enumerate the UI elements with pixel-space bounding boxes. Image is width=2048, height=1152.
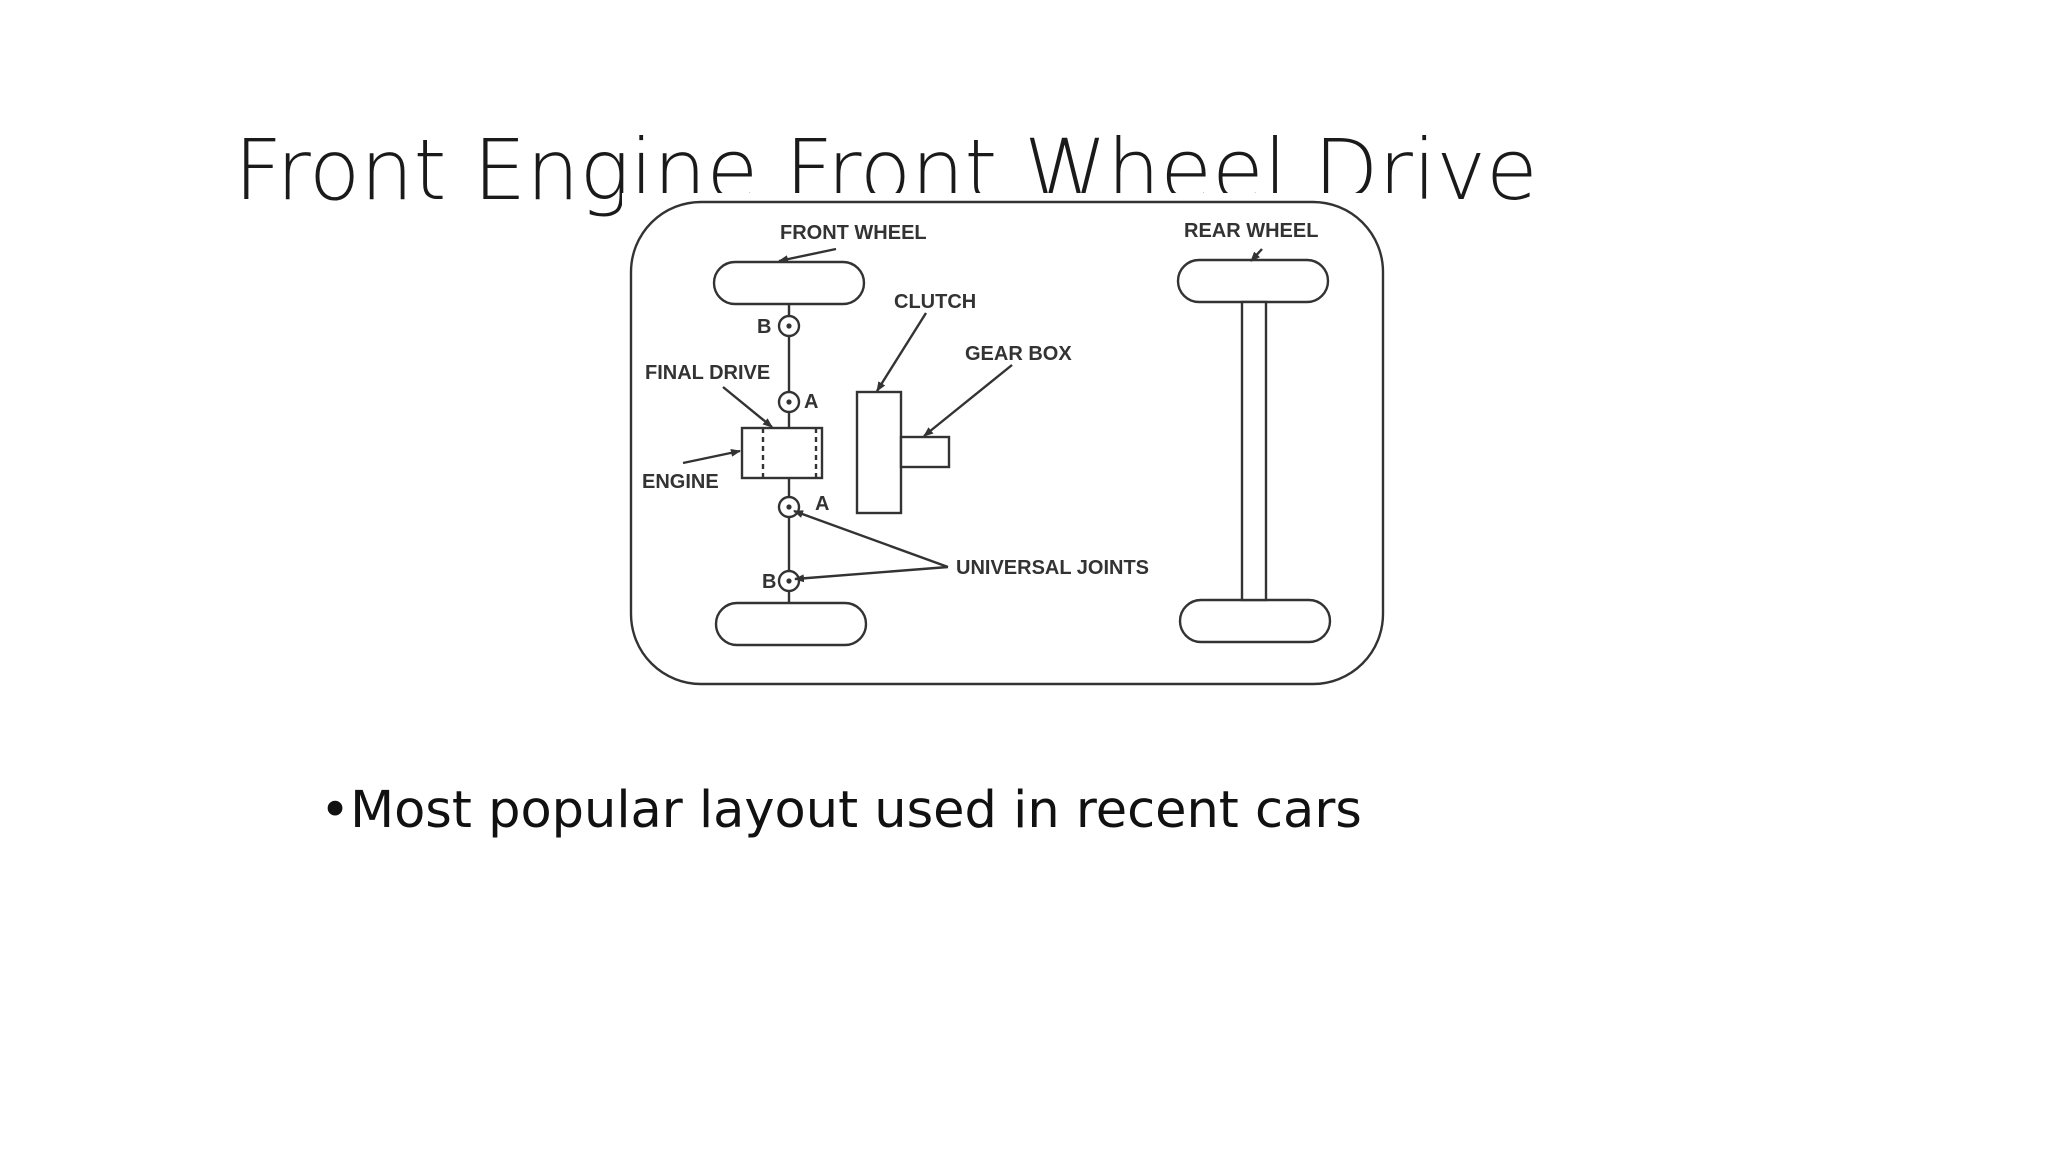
final-drive-label: FINAL DRIVE xyxy=(645,362,770,384)
universal-joint-b-bottom xyxy=(777,569,801,593)
drivetrain-diagram: FRONT WHEEL REAR WHEEL CLUTCH GEAR BOX F… xyxy=(622,193,1402,698)
chassis-outline xyxy=(629,200,1385,686)
universal-joints-leader-upper xyxy=(793,509,949,569)
engine-label: ENGINE xyxy=(642,471,719,493)
final-drive-leader xyxy=(722,386,773,428)
universal-joint-a-bottom xyxy=(777,495,801,519)
rear-axle xyxy=(1240,300,1268,602)
universal-joint-a-top xyxy=(777,390,801,414)
engine-block xyxy=(740,426,824,480)
rear-wheel-bottom xyxy=(1178,598,1332,644)
rear-wheel-top xyxy=(1176,258,1330,304)
bullet-list: •Most popular layout used in recent cars xyxy=(320,775,1362,847)
rear-wheel-label: REAR WHEEL xyxy=(1184,220,1318,242)
front-wheel-label: FRONT WHEEL xyxy=(780,222,927,244)
engine-leader xyxy=(682,448,741,465)
front-wheel-top xyxy=(712,260,866,306)
bullet-text: Most popular layout used in recent cars xyxy=(350,781,1362,840)
bullet-item: •Most popular layout used in recent cars xyxy=(320,775,1362,847)
universal-joint-b-top xyxy=(777,314,801,338)
joint-b-top-label: B xyxy=(757,316,771,338)
drivetrain-diagram-svg: FRONT WHEEL REAR WHEEL CLUTCH GEAR BOX F… xyxy=(629,200,1385,686)
universal-joints-label: UNIVERSAL JOINTS xyxy=(956,557,1149,579)
front-wheel-leader xyxy=(778,247,837,264)
gear-box-leader xyxy=(923,364,1013,437)
gear-box xyxy=(899,435,951,469)
rear-wheel-leader xyxy=(1250,248,1263,262)
clutch-housing xyxy=(855,390,903,515)
clutch-label: CLUTCH xyxy=(894,291,976,313)
gear-box-label: GEAR BOX xyxy=(965,343,1072,365)
joint-a-bottom-label: A xyxy=(815,493,829,515)
universal-joints-leader-lower xyxy=(794,565,949,583)
bullet-marker: • xyxy=(320,781,351,840)
clutch-leader xyxy=(875,312,928,392)
joint-b-bottom-label: B xyxy=(762,571,776,593)
joint-a-top-label: A xyxy=(804,391,818,413)
front-wheel-bottom xyxy=(714,601,868,647)
